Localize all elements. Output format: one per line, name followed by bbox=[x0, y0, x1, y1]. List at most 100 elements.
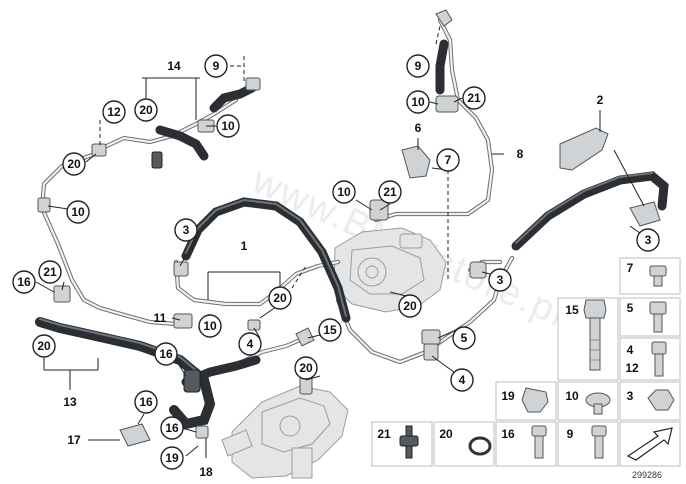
bracket-11 bbox=[173, 313, 193, 329]
bracket-2 bbox=[559, 127, 609, 171]
bracket-3-right bbox=[629, 201, 661, 227]
legend-cell-3: 3 bbox=[619, 381, 681, 421]
callout-12: 12 bbox=[102, 100, 126, 124]
callout-10-top: 10 bbox=[406, 90, 430, 114]
legend-cell-9: 9 bbox=[557, 421, 619, 467]
fitting-3-mid bbox=[469, 261, 487, 279]
svg-text:10: 10 bbox=[203, 319, 217, 333]
callout-10-lower: 10 bbox=[198, 314, 222, 338]
fitting-4 bbox=[247, 319, 261, 331]
svg-text:10: 10 bbox=[337, 185, 351, 199]
steering-gear-illustration bbox=[221, 385, 349, 479]
clip-17 bbox=[119, 423, 151, 447]
legend-cell-21: 21 bbox=[371, 421, 433, 467]
svg-text:3: 3 bbox=[627, 389, 634, 403]
callout-3-left: 3 bbox=[174, 218, 198, 242]
svg-text:7: 7 bbox=[445, 153, 452, 167]
svg-text:20: 20 bbox=[299, 361, 313, 375]
callout-16-bottom: 16 bbox=[134, 390, 158, 414]
svg-text:16: 16 bbox=[165, 421, 179, 435]
callout-9-top: 9 bbox=[406, 54, 430, 78]
legend-cell-4-12: 4 12 bbox=[619, 337, 681, 381]
svg-text:9: 9 bbox=[213, 59, 220, 73]
bracket-4 bbox=[423, 343, 439, 361]
svg-text:21: 21 bbox=[43, 265, 57, 279]
svg-text:15: 15 bbox=[323, 323, 337, 337]
socket-bolt-4-icon bbox=[651, 341, 667, 377]
svg-text:19: 19 bbox=[501, 389, 515, 403]
svg-text:15: 15 bbox=[565, 303, 579, 317]
bolt-9-icon bbox=[591, 425, 607, 459]
clamp-5 bbox=[421, 329, 441, 345]
power-steering-pump-illustration bbox=[333, 227, 447, 313]
svg-text:20: 20 bbox=[139, 103, 153, 117]
nut-7-icon bbox=[649, 265, 667, 287]
clip-19-icon bbox=[521, 387, 549, 413]
svg-text:4: 4 bbox=[247, 337, 254, 351]
svg-text:4: 4 bbox=[627, 343, 634, 357]
fittings bbox=[37, 9, 661, 447]
svg-text:5: 5 bbox=[461, 331, 468, 345]
legend-cell-7: 7 bbox=[619, 257, 681, 295]
callout-10-left: 10 bbox=[66, 200, 90, 224]
small-parts-legend: 7 15 5 bbox=[371, 257, 681, 467]
svg-text:7: 7 bbox=[627, 261, 634, 275]
legend-cell-5: 5 bbox=[619, 297, 681, 337]
svg-text:10: 10 bbox=[565, 389, 579, 403]
callout-7: 7 bbox=[436, 148, 460, 172]
clamp-10-top bbox=[435, 95, 459, 113]
callout-20-bottom-left: 20 bbox=[32, 334, 56, 358]
callout-5: 5 bbox=[452, 326, 476, 350]
bracket-6 bbox=[401, 145, 431, 179]
svg-text:20: 20 bbox=[273, 291, 287, 305]
screw-10-icon bbox=[585, 392, 611, 415]
svg-text:21: 21 bbox=[467, 91, 481, 105]
svg-text:21: 21 bbox=[377, 427, 391, 441]
callout-3-mid: 3 bbox=[488, 268, 512, 292]
svg-text:4: 4 bbox=[459, 373, 466, 387]
callout-15: 15 bbox=[318, 318, 342, 342]
callout-8: 8 bbox=[517, 147, 524, 161]
legend-cell-19: 19 bbox=[495, 381, 557, 421]
clip-16-19 bbox=[195, 425, 209, 439]
callout-16-mid: 16 bbox=[154, 342, 178, 366]
fitting-9a bbox=[245, 77, 261, 91]
svg-text:19: 19 bbox=[165, 451, 179, 465]
svg-text:20: 20 bbox=[403, 299, 417, 313]
o-ring-20-icon bbox=[468, 436, 492, 456]
hose-end-16 bbox=[183, 369, 201, 393]
bolt-16-icon bbox=[531, 425, 547, 459]
clamp-10-mid bbox=[369, 199, 389, 221]
svg-text:9: 9 bbox=[415, 59, 422, 73]
svg-text:5: 5 bbox=[627, 301, 634, 315]
callout-4-left: 4 bbox=[238, 332, 262, 356]
callout-1: 1 bbox=[241, 239, 248, 253]
svg-text:12: 12 bbox=[625, 361, 639, 375]
svg-text:10: 10 bbox=[221, 119, 235, 133]
fitting-15 bbox=[295, 327, 315, 347]
fitting-upper-left bbox=[91, 143, 107, 157]
fitting-3-left bbox=[173, 261, 189, 277]
svg-text:20: 20 bbox=[67, 157, 81, 171]
callout-6: 6 bbox=[415, 121, 422, 135]
fitting-left-mid bbox=[37, 197, 51, 213]
callout-20-pump: 20 bbox=[398, 294, 422, 318]
callout-13: 13 bbox=[63, 395, 77, 409]
callouts: 14 9 12 20 10 20 10 9 10 21 6 7 8 2 3 10… bbox=[12, 54, 660, 479]
legend-cell-10: 10 bbox=[557, 381, 619, 421]
svg-text:16: 16 bbox=[139, 395, 153, 409]
bolt-15-icon bbox=[583, 299, 607, 371]
clamp-16-21 bbox=[53, 285, 71, 303]
callout-10-mid: 10 bbox=[332, 180, 356, 204]
svg-text:16: 16 bbox=[501, 427, 515, 441]
svg-text:16: 16 bbox=[159, 347, 173, 361]
callout-21-top: 21 bbox=[462, 86, 486, 110]
fitting-9b bbox=[435, 9, 453, 27]
callout-11: 11 bbox=[154, 311, 167, 325]
svg-text:10: 10 bbox=[411, 95, 425, 109]
callout-10-upper: 10 bbox=[216, 114, 240, 138]
direction-arrow-icon bbox=[626, 427, 673, 461]
svg-text:21: 21 bbox=[383, 185, 397, 199]
callout-9-top-left: 9 bbox=[204, 54, 228, 78]
callout-20-mid: 20 bbox=[268, 286, 292, 310]
